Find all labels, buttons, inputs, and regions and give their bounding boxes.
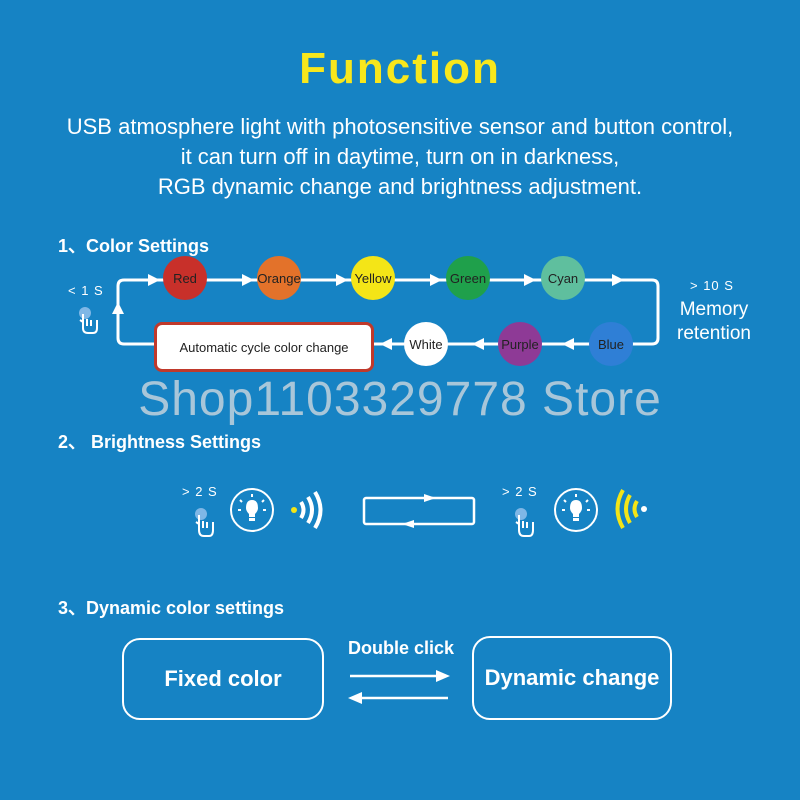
color-dot-label: White <box>409 336 443 352</box>
color-dot-cyan: Cyan <box>541 256 585 300</box>
press-short-label: < 1 S <box>68 283 104 298</box>
section-dynamic-title: 3、Dynamic color settings <box>58 598 285 618</box>
color-dot-white: White <box>404 322 448 366</box>
fixed-color-box: Fixed color <box>122 638 324 720</box>
color-dot-purple: Purple <box>498 322 542 366</box>
color-dot-label: Blue <box>597 336 625 352</box>
store-watermark: Shop1103329778 Store <box>138 373 662 426</box>
intro-line-2: it can turn off in daytime, turn on in d… <box>180 144 620 169</box>
wave-white-icon <box>291 490 323 530</box>
finger-press-icon <box>79 307 98 334</box>
color-dot-label: Green <box>449 270 487 286</box>
finger-press-icon <box>515 508 534 537</box>
intro-line-1: USB atmosphere light with photosensitive… <box>66 114 734 139</box>
bulb-icon <box>554 488 598 532</box>
memory-line-2: retention <box>677 323 751 344</box>
dynamic-change-box: Dynamic change <box>472 636 672 720</box>
color-dot-orange: Orange <box>257 256 301 300</box>
swap-arrows-icon <box>362 494 476 528</box>
double-arrow-icon <box>348 670 450 704</box>
color-dot-label: Purple <box>501 336 539 352</box>
press-2s-right-label: > 2 S <box>502 484 538 499</box>
bulb-icon <box>230 488 274 532</box>
section-brightness-title: 2、 Brightness Settings <box>58 432 262 452</box>
finger-press-icon <box>195 508 214 537</box>
memory-line-1: Memory <box>679 299 749 320</box>
color-dot-green: Green <box>446 256 490 300</box>
section-color-settings-title: 1、Color Settings <box>58 236 210 256</box>
color-dot-label: Cyan <box>547 270 579 286</box>
press-long-label: > 10 S <box>690 278 734 293</box>
double-click-label: Double click <box>347 638 455 658</box>
wave-yellow-icon <box>615 488 647 530</box>
color-dot-label: Orange <box>257 270 301 286</box>
color-dot-blue: Blue <box>589 322 633 366</box>
page-title: Function <box>299 44 501 93</box>
color-dot-yellow: Yellow <box>351 256 395 300</box>
color-dot-label: Yellow <box>354 270 392 286</box>
intro-line-3: RGB dynamic change and brightness adjust… <box>157 174 643 199</box>
color-dot-label: Red <box>173 270 197 286</box>
press-2s-left-label: > 2 S <box>182 484 218 499</box>
auto-cycle-box: Automatic cycle color change <box>154 322 374 372</box>
memory-retention-label: Memory retention <box>662 298 766 346</box>
color-dot-red: Red <box>163 256 207 300</box>
